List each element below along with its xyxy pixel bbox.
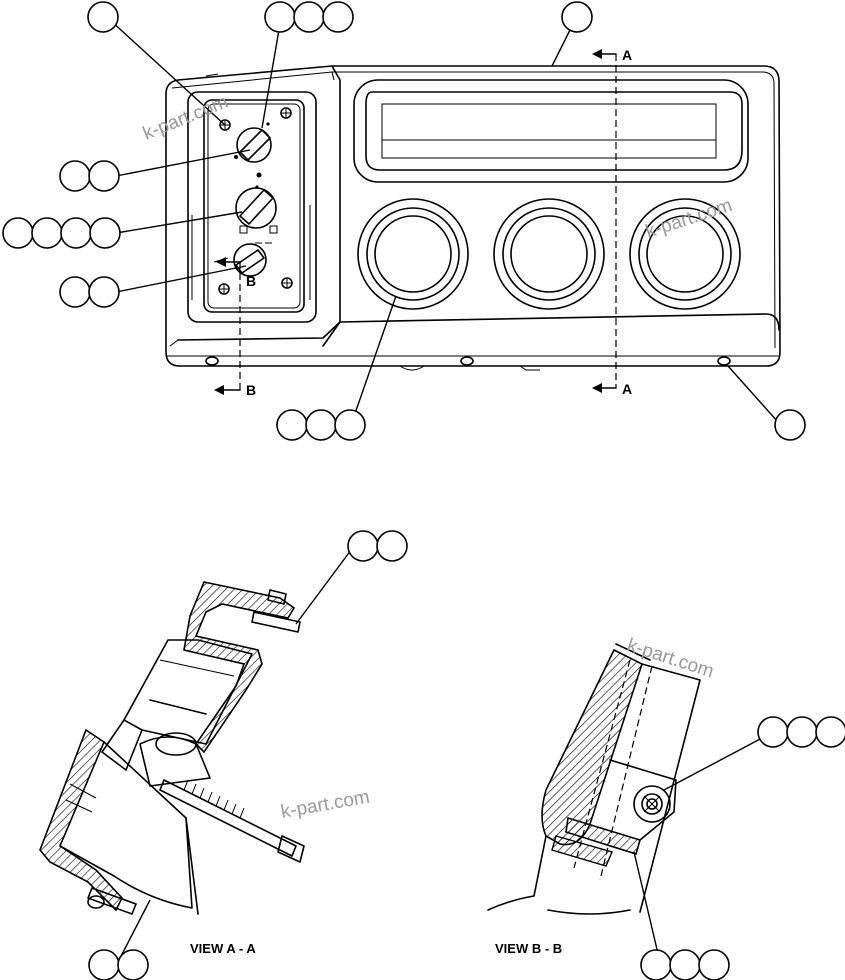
view-b-b-section: VIEW B - B bbox=[487, 643, 701, 956]
section-line-b: B B bbox=[214, 257, 256, 398]
callout-group-11 bbox=[88, 949, 149, 980]
bracket-section bbox=[39, 728, 123, 912]
mounting-screws bbox=[205, 73, 731, 371]
callout-group-8 bbox=[774, 409, 806, 441]
switch-assembly bbox=[633, 785, 671, 823]
callout-group-1 bbox=[87, 1, 119, 33]
callout-group-10 bbox=[757, 716, 845, 748]
temperature-knob bbox=[235, 185, 278, 234]
callout-group-5 bbox=[2, 217, 121, 249]
callout-group-4 bbox=[59, 160, 120, 192]
view-a-title: VIEW A - A bbox=[190, 941, 256, 956]
storage-tray bbox=[353, 79, 749, 183]
section-label-a-bottom: A bbox=[622, 381, 632, 397]
section-label-a-top: A bbox=[622, 47, 632, 63]
view-a-a-section: VIEW A - A bbox=[39, 581, 305, 956]
callout-group-7 bbox=[276, 409, 366, 441]
housing-wall-section bbox=[183, 581, 296, 754]
console-housing bbox=[165, 65, 781, 367]
threaded-stud bbox=[159, 779, 305, 863]
fan-speed-knob bbox=[234, 122, 272, 178]
section-label-b-bottom: B bbox=[246, 382, 256, 398]
control-panel-plate bbox=[203, 99, 305, 313]
view-b-title: VIEW B - B bbox=[495, 941, 562, 956]
control-panel-recess bbox=[187, 91, 317, 323]
section-label-b-knob: B bbox=[246, 273, 256, 289]
section-line-a: A A bbox=[592, 47, 632, 397]
watermark: k-part.com bbox=[279, 787, 371, 823]
callout-group-3 bbox=[561, 1, 593, 33]
panel-wall-section bbox=[541, 648, 643, 846]
callout-group-6 bbox=[59, 276, 120, 308]
callout-leaders bbox=[109, 19, 779, 963]
console-bottom-lip bbox=[177, 313, 780, 341]
watermark: k-part.com bbox=[643, 195, 735, 243]
callout-group-2 bbox=[264, 1, 354, 33]
switch-bracket-section bbox=[565, 816, 641, 856]
switch-bracket-lower bbox=[551, 835, 613, 867]
callout-group-12 bbox=[640, 949, 730, 980]
cup-holders bbox=[357, 198, 741, 310]
callout-group-9 bbox=[347, 530, 408, 562]
